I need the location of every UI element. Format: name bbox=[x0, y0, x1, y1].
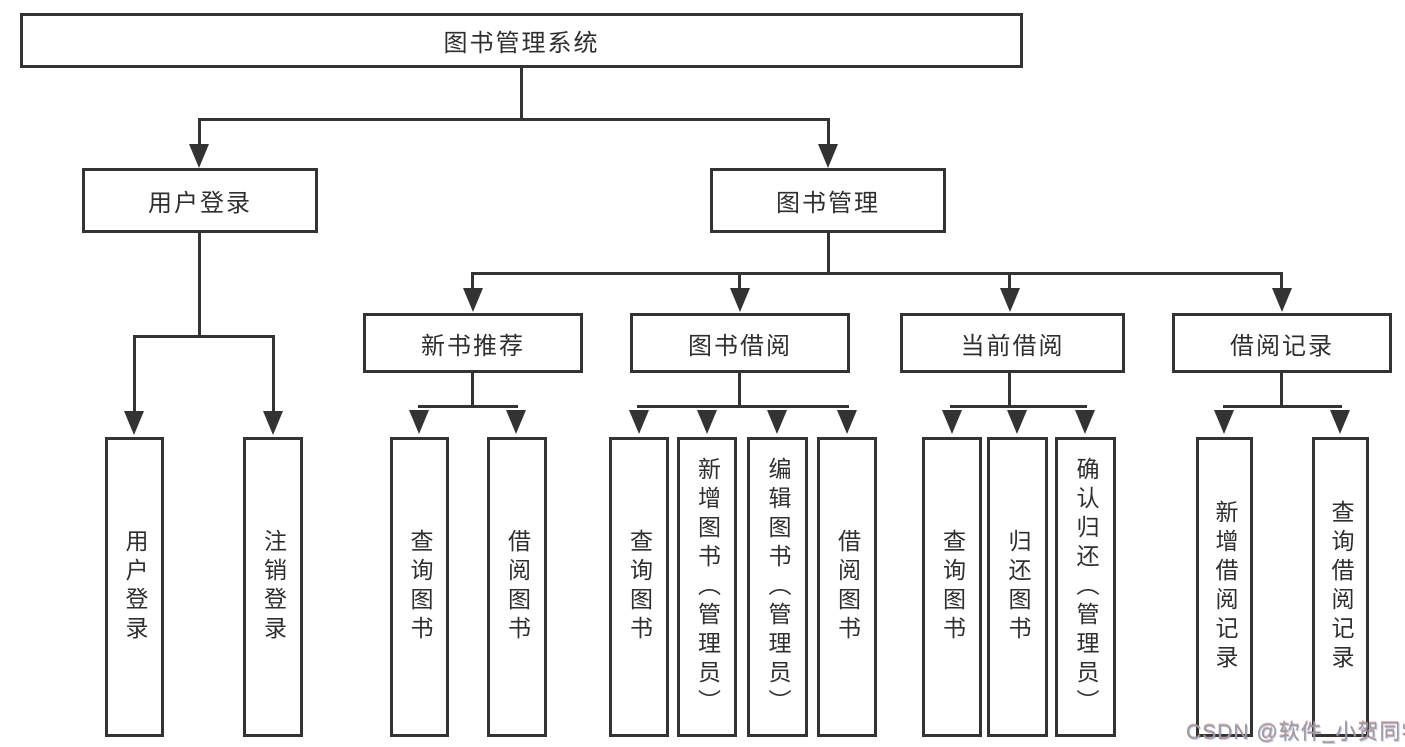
arrow-down-icon bbox=[124, 411, 144, 435]
node-borrow-records-label: 借阅记录 bbox=[1230, 332, 1334, 360]
arrow-down-icon bbox=[1330, 410, 1350, 434]
arrow-down-icon bbox=[409, 410, 429, 434]
arrow-down-icon bbox=[942, 410, 962, 434]
leaf-logout: 注销登录 bbox=[243, 437, 303, 737]
arrow-down-icon bbox=[506, 410, 526, 434]
node-current-borrow-label: 当前借阅 bbox=[960, 332, 1065, 360]
leaf-records-add-record: 新增借阅记录 bbox=[1196, 437, 1253, 737]
leaf-borrow-add-books-admin-label: 新增图书（管理员） bbox=[694, 456, 721, 718]
leaf-user-login: 用户登录 bbox=[105, 437, 164, 737]
leaf-newbook-borrow-books-label: 借阅图书 bbox=[504, 529, 531, 645]
connector-level3-stub-line bbox=[1008, 272, 1011, 288]
leaf-logout-label: 注销登录 bbox=[260, 529, 287, 645]
arrow-down-icon bbox=[1007, 410, 1027, 434]
leaf-records-query-record-label: 查询借阅记录 bbox=[1328, 500, 1354, 674]
connector-level3-bar-line bbox=[472, 272, 1283, 275]
arrow-down-icon bbox=[697, 410, 717, 434]
leaf-current-query-books-label: 查询图书 bbox=[939, 529, 966, 645]
connector-book-mgmt-drop-line bbox=[827, 233, 830, 275]
leaf-newbook-query-books: 查询图书 bbox=[390, 437, 449, 737]
connector-level3-stub-line bbox=[738, 272, 741, 288]
arrow-down-icon bbox=[629, 410, 649, 434]
arrow-down-icon bbox=[1075, 410, 1095, 434]
leaf-records-query-record: 查询借阅记录 bbox=[1312, 437, 1369, 737]
arrow-down-icon bbox=[837, 410, 857, 434]
leaf-user-login-label: 用户登录 bbox=[122, 529, 148, 645]
node-book-borrow: 图书借阅 bbox=[630, 313, 850, 373]
leaf-current-return-books-label: 归还图书 bbox=[1005, 529, 1031, 645]
connector-new-book-children-bar-line bbox=[418, 405, 518, 408]
connector-level3-stub-line bbox=[1280, 272, 1283, 288]
connector-user-login-stub-line bbox=[198, 118, 201, 146]
arrow-down-icon bbox=[1214, 410, 1234, 434]
connector-root-drop-line bbox=[520, 68, 523, 121]
connector-book-borrow-drop-line bbox=[738, 373, 741, 408]
leaf-current-query-books: 查询图书 bbox=[922, 437, 982, 737]
node-user-login-label: 用户登录 bbox=[148, 190, 252, 217]
arrow-down-icon bbox=[1272, 288, 1292, 312]
arrow-down-icon bbox=[818, 144, 838, 168]
arrow-down-icon bbox=[189, 144, 209, 168]
leaf-newbook-borrow-books: 借阅图书 bbox=[487, 437, 547, 737]
arrow-down-icon bbox=[463, 288, 483, 312]
connector-leaf-stub-line bbox=[272, 335, 275, 412]
connector-leaf-stub-line bbox=[133, 335, 136, 412]
arrow-down-icon bbox=[263, 411, 283, 435]
arrow-down-icon bbox=[767, 410, 787, 434]
leaf-current-return-books: 归还图书 bbox=[987, 437, 1048, 737]
leaf-borrow-borrow-books: 借阅图书 bbox=[817, 437, 877, 737]
leaf-borrow-edit-books-admin: 编辑图书（管理员） bbox=[747, 437, 808, 737]
connector-borrow-records-drop-line bbox=[1280, 373, 1283, 408]
leaf-borrow-borrow-books-label: 借阅图书 bbox=[834, 529, 861, 645]
leaf-records-add-record-label: 新增借阅记录 bbox=[1212, 500, 1238, 674]
node-user-login: 用户登录 bbox=[82, 168, 318, 233]
node-new-book-recommend: 新书推荐 bbox=[363, 313, 583, 373]
connector-level2-bar-line bbox=[198, 118, 830, 121]
connector-book-borrow-children-bar-line bbox=[637, 405, 849, 408]
root-node-label: 图书管理系统 bbox=[443, 30, 600, 57]
node-book-borrow-label: 图书借阅 bbox=[688, 332, 792, 360]
node-book-management-label: 图书管理 bbox=[776, 190, 880, 217]
connector-current-borrow-children-bar-line bbox=[950, 405, 1087, 408]
watermark-text: CSDN @软件_小贺同学 bbox=[1186, 721, 1405, 744]
connector-book-mgmt-stub-line bbox=[827, 118, 830, 146]
connector-user-login-drop-line bbox=[198, 233, 201, 338]
leaf-borrow-query-books: 查询图书 bbox=[609, 437, 669, 737]
arrow-down-icon bbox=[1000, 288, 1020, 312]
connector-level3-stub-line bbox=[471, 272, 474, 288]
root-node-library-system: 图书管理系统 bbox=[20, 13, 1023, 68]
node-new-book-recommend-label: 新书推荐 bbox=[421, 332, 525, 360]
connector-current-borrow-drop-line bbox=[1008, 373, 1011, 408]
leaf-current-confirm-return-admin: 确认归还（管理员） bbox=[1055, 437, 1116, 737]
leaf-borrow-query-books-label: 查询图书 bbox=[626, 529, 653, 645]
node-book-management: 图书管理 bbox=[710, 168, 946, 233]
leaf-borrow-edit-books-admin-label: 编辑图书（管理员） bbox=[765, 456, 791, 718]
arrow-down-icon bbox=[730, 288, 750, 312]
node-current-borrow: 当前借阅 bbox=[900, 313, 1125, 373]
leaf-newbook-query-books-label: 查询图书 bbox=[407, 529, 433, 645]
leaf-current-confirm-return-admin-label: 确认归还（管理员） bbox=[1073, 456, 1099, 718]
connector-new-book-drop-line bbox=[471, 373, 474, 408]
node-borrow-records: 借阅记录 bbox=[1172, 313, 1392, 373]
leaf-borrow-add-books-admin: 新增图书（管理员） bbox=[677, 437, 737, 737]
connector-user-login-children-bar-line bbox=[133, 335, 275, 338]
connector-borrow-records-children-bar-line bbox=[1223, 405, 1342, 408]
